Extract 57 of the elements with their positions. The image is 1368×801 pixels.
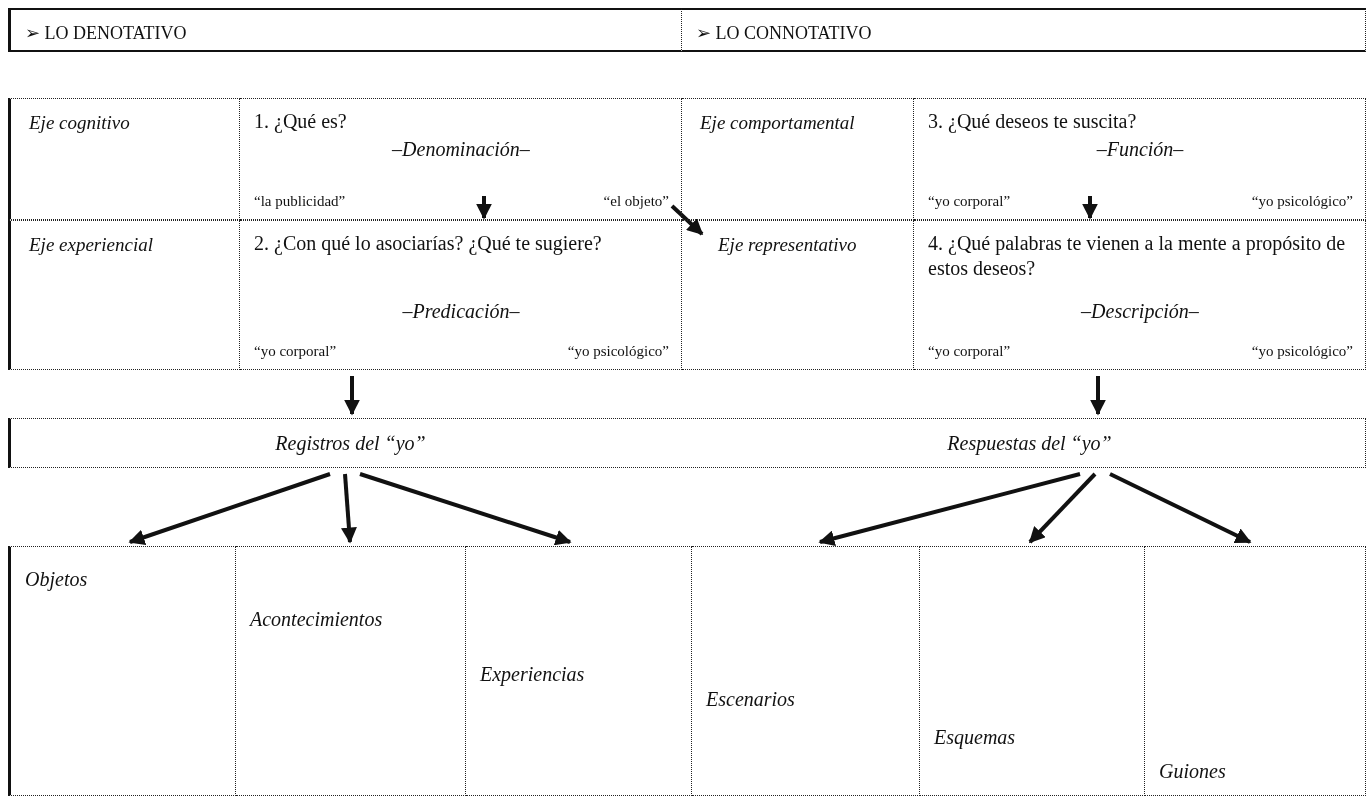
category-cell [8,546,236,796]
term-label: –Denominación– [391,137,531,162]
term-label: –Descripción– [1080,299,1200,324]
axis-cell [8,220,240,370]
arrow [340,473,357,544]
arrow [476,196,492,220]
axis-cell [682,98,914,220]
term-label: –Predicación– [401,299,521,324]
category-cell [920,546,1145,796]
quote-label: “yo corporal” [254,342,337,361]
question-cell [240,98,682,220]
axis-label: Eje cognitivo [29,111,131,135]
arrow [1109,472,1252,544]
quote-label: “yo psicológico” [1251,342,1353,361]
arrow [128,472,331,545]
category-cell [692,546,920,796]
header-text: ➢ LO CONNOTATIVO [696,22,872,45]
category-label: Esquemas [934,725,1016,750]
quote-label: “yo psicológico” [1251,192,1353,211]
question-text: 3. ¿Qué deseos te suscita? [928,109,1138,134]
quote-label: “el objeto” [603,192,669,211]
question-text: 1. ¿Qué es? [254,109,348,134]
header-text: ➢ LO DENOTATIVO [25,22,187,45]
header-cell [682,8,1366,52]
category-label: Objetos [25,567,88,592]
question-cell [914,98,1366,220]
question-text: 4. ¿Qué palabras te vienen a la mente a propósito de estos deseos? [928,231,1347,281]
axis-label: Eje comportamental [700,111,856,135]
arrow [818,472,1081,547]
axis-cell [682,220,914,370]
category-label: Guiones [1159,759,1226,784]
category-label: Escenarios [706,687,795,712]
category-cell [1145,546,1366,796]
category-label: Acontecimientos [250,607,383,632]
category-cell [236,546,466,796]
arrow [1090,376,1106,416]
arrow [359,472,572,546]
axis-cell [8,98,240,220]
band-label: Registros del “yo” [274,431,427,456]
arrow [1082,196,1098,220]
term-label: –Función– [1095,137,1185,162]
arrow [344,376,360,416]
band [8,418,1366,468]
quote-label: “yo psicológico” [567,342,669,361]
axis-label: Eje experiencial [29,233,154,257]
quote-label: “yo corporal” [928,342,1011,361]
quote-label: “la publicidad” [254,192,346,211]
question-cell [240,220,682,370]
axis-label: Eje representativo [718,233,858,257]
question-cell [914,220,1366,370]
category-cell [466,546,692,796]
header-cell [8,8,682,52]
quote-label: “yo corporal” [928,192,1011,211]
arrow [1028,472,1097,544]
band-label: Respuestas del “yo” [946,431,1113,456]
question-text: 2. ¿Con qué lo asociarías? ¿Qué te sugiere? [254,231,603,256]
category-label: Experiencias [480,662,585,687]
